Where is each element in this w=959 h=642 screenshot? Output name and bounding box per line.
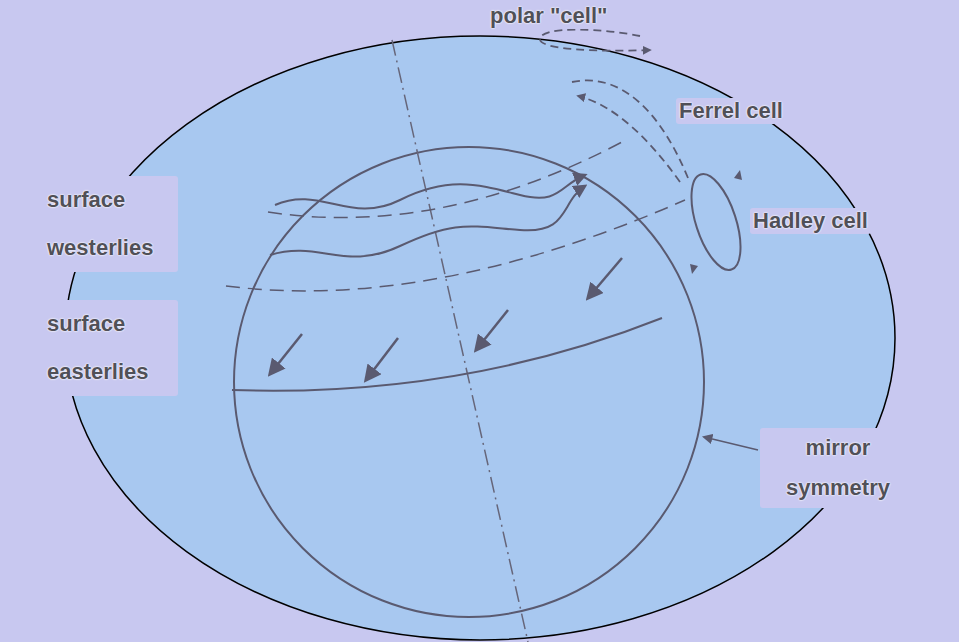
cell-label: polar "cell"	[487, 3, 610, 29]
hadley-cell-arrowheads	[690, 170, 742, 274]
westerly-wind-arrow	[275, 175, 585, 209]
latitude-line	[268, 142, 622, 218]
westerly-wind-arrow	[270, 186, 585, 257]
easterly-wind-arrow	[476, 310, 508, 350]
cell-label: Hadley cell	[750, 208, 871, 234]
hadley-cell-loop	[682, 168, 751, 275]
cell-label: Ferrel cell	[676, 98, 786, 124]
leader-line	[704, 437, 758, 450]
wind-label: surface easterlies	[44, 300, 178, 396]
symmetry-label: mirror symmetry	[760, 428, 916, 508]
latitude-line	[226, 200, 685, 291]
wind-label: surface westerlies	[44, 176, 178, 272]
ferrel-cell-loop	[572, 80, 688, 182]
polar-cell-loop	[540, 30, 650, 51]
equator-line	[232, 318, 662, 391]
rotation-axis	[392, 40, 528, 642]
easterly-wind-arrow	[366, 338, 398, 380]
easterly-wind-arrow	[270, 334, 302, 374]
background-ellipse	[65, 36, 895, 640]
easterly-wind-arrow	[588, 258, 622, 298]
